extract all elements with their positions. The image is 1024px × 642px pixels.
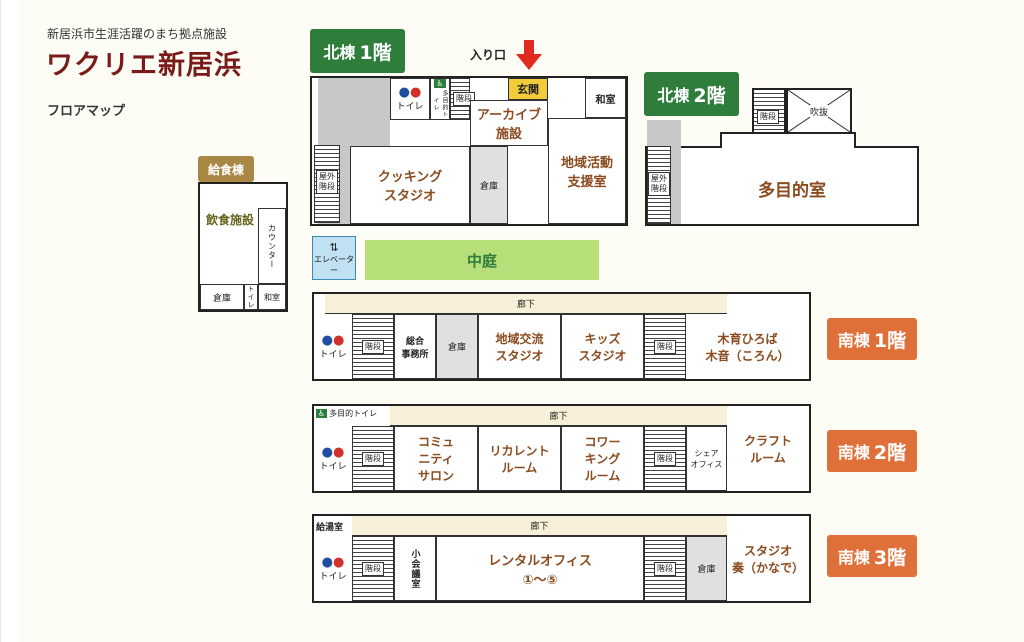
stairs-label: 階段: [362, 451, 384, 466]
multi-toilet-room: ♿ 多目的トイレ: [430, 78, 450, 120]
badge-floor: 2階: [693, 84, 726, 107]
stairs-label: 階段: [362, 339, 384, 354]
cafeteria-washitsu: 和室: [258, 284, 286, 310]
community-salon: コミュ ニティ サロン: [394, 426, 478, 491]
stairs: 階段: [352, 426, 394, 491]
badge-building: 南棟: [837, 443, 870, 462]
badge-floor: 1階: [359, 41, 392, 64]
atrium: 吹抜: [786, 88, 852, 134]
elevator-icon: ⇅: [329, 240, 339, 254]
badge-floor: 1階: [873, 329, 907, 352]
courtyard: 中庭: [365, 240, 599, 280]
badge-floor: 3階: [873, 546, 907, 569]
stairs: 階段: [352, 536, 394, 601]
small-meeting-room: 小会議室: [394, 536, 436, 601]
dining-area: 飲食施設: [206, 213, 255, 227]
cafeteria-toilet: トイレ: [244, 284, 258, 310]
toilet-label: トイレ: [396, 102, 424, 112]
stairs-label: 階段: [654, 339, 676, 354]
share-office: シェア オフィス: [686, 426, 727, 491]
outdoor-stairs-label: 屋外 階段: [316, 170, 338, 194]
badge-building: 北棟: [657, 86, 690, 105]
meeting-label: 小会議室: [409, 548, 420, 589]
genkan: 玄関: [508, 78, 548, 100]
toilet-icon: ●●: [321, 554, 345, 570]
corridor: 廊下: [325, 294, 727, 314]
accessible-icon: ♿: [316, 409, 328, 418]
corridor: 廊下: [390, 406, 727, 426]
exchange-studio: 地域交流 スタジオ: [478, 314, 561, 379]
corridor: 廊下: [352, 516, 727, 536]
toilet-room: ●●トイレ: [314, 426, 352, 491]
north-2f-upper: [720, 132, 856, 148]
kitchenette: 給湯室: [316, 523, 344, 533]
storage: 倉庫: [470, 146, 508, 224]
counter: カウンター: [258, 208, 286, 284]
toilet-room: ●● トイレ: [390, 78, 430, 120]
multi-toilet-label: 多目的トイレ: [329, 409, 378, 418]
multipurpose-hall: 多目的室: [758, 181, 826, 201]
wood-plaza: 木育ひろば 木音（ころん）: [686, 314, 809, 379]
washitsu: 和室: [585, 78, 626, 118]
stairs-label: 階段: [453, 92, 475, 106]
stairs-label: 階段: [362, 561, 384, 576]
multi-toilet-label: 多目的トイレ: [432, 89, 448, 118]
recurrent-room: リカレント ルーム: [478, 426, 561, 491]
cooking-studio: クッキング スタジオ: [350, 146, 470, 224]
toilet-label: トイレ: [319, 571, 347, 582]
elevator-label: エレベーター: [314, 254, 354, 275]
storage: 倉庫: [436, 314, 478, 379]
stairs: 階段: [352, 314, 394, 379]
storage: 倉庫: [686, 536, 727, 601]
stairs-label: 階段: [654, 451, 676, 466]
toilet-label: トイレ: [319, 349, 347, 360]
badge-building: 南棟: [837, 331, 870, 350]
toilet-icon: ●●: [321, 444, 345, 460]
entrance-arrow-icon: [516, 40, 542, 70]
badge-building: 南棟: [837, 548, 870, 567]
toilet-room: ●●トイレ: [314, 314, 352, 379]
atrium-label: 吹抜: [809, 104, 828, 118]
archive-room: アーカイブ 施設: [470, 100, 548, 146]
cafeteria-storage: 倉庫: [200, 284, 244, 310]
facility-subtitle: 新居浜市生涯活躍のまち拠点施設: [47, 27, 228, 41]
entrance-label: 入り口: [470, 48, 507, 62]
floor-map-label: フロアマップ: [47, 104, 126, 119]
rental-office: レンタルオフィス ①〜⑤: [436, 536, 644, 601]
facility-title: ワクリエ新居浜: [46, 50, 242, 81]
stairs-label: 階段: [654, 561, 676, 576]
multi-toilet: ♿多目的トイレ: [316, 408, 377, 419]
accessible-icon: ♿: [434, 79, 446, 88]
stairs: 階段: [644, 314, 686, 379]
toilet-room: ●●トイレ: [314, 536, 352, 601]
badge-floor: 2階: [873, 441, 907, 464]
counter-label: カウンター: [267, 223, 277, 269]
community-support-room: 地域活動 支援室: [548, 118, 626, 224]
outdoor-stairs-2f-label: 屋外 階段: [648, 172, 670, 196]
toilet-label: トイレ: [319, 461, 347, 472]
kids-studio: キッズ スタジオ: [561, 314, 644, 379]
cafeteria-toilet-label: トイレ: [247, 285, 255, 309]
studio-kanade: スタジオ 奏（かなで）: [727, 516, 809, 601]
craft-room: クラフト ルーム: [727, 406, 809, 491]
toilet-icon: ●●: [398, 85, 422, 100]
stairs: 階段: [644, 536, 686, 601]
scrollbar-track[interactable]: [0, 0, 19, 642]
badge-building: 北棟: [323, 43, 356, 62]
stairs: 階段: [644, 426, 686, 491]
cafeteria-badge: 給食棟: [198, 156, 254, 182]
stairs-2f-label: 階段: [757, 110, 779, 124]
coworking-room: コワー キング ルーム: [561, 426, 644, 491]
general-office: 総合 事務所: [394, 314, 436, 379]
toilet-icon: ●●: [321, 332, 345, 348]
elevator: ⇅ エレベーター: [312, 236, 356, 280]
